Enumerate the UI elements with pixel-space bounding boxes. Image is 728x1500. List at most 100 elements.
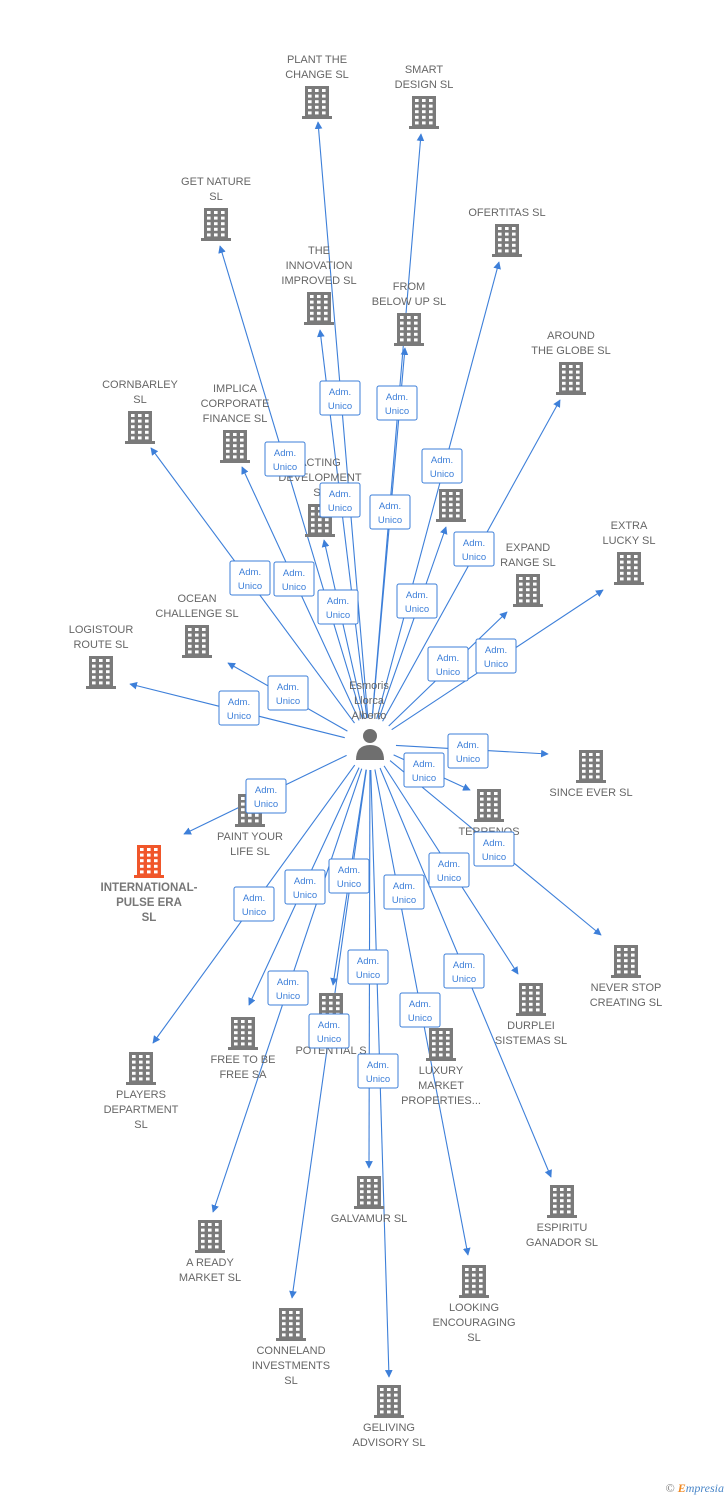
company-label: GET NATURE: [181, 176, 251, 188]
company-label: DESIGN SL: [395, 79, 454, 91]
company-label: CORPORATE: [201, 398, 270, 410]
company-node-since-ever[interactable]: SINCE EVER SL: [549, 750, 633, 799]
company-label: LUXURY: [419, 1065, 464, 1077]
brand-e: E: [677, 1481, 686, 1495]
role-badge: Adm.Unico: [473, 831, 515, 867]
badge-line1: Adm.: [277, 682, 299, 693]
company-label: A READY: [186, 1257, 234, 1269]
company-label: CHANGE SL: [285, 69, 349, 81]
badge-line1: Adm.: [357, 956, 379, 967]
company-label: PULSE ERA: [116, 897, 182, 909]
company-label: INVESTMENTS: [252, 1360, 330, 1372]
badge-line2: Unico: [405, 604, 429, 615]
role-badge: Adm.Unico: [317, 589, 359, 625]
edge-acting-development: [321, 539, 365, 719]
role-badge: Adm.Unico: [264, 441, 306, 477]
company-node-ofertitas[interactable]: OFERTITAS SL: [468, 207, 546, 257]
badge-line2: Unico: [326, 610, 350, 621]
role-badge: Adm.Unico: [245, 778, 287, 814]
badge-line2: Unico: [276, 696, 300, 707]
building-icon: [436, 489, 466, 522]
person-icon: [356, 729, 384, 760]
badge-line2: Unico: [293, 890, 317, 901]
building-icon: [474, 789, 504, 822]
center-person-label: Alberto: [352, 710, 387, 722]
company-node-luxury-market-properties[interactable]: LUXURYMARKETPROPERTIES...: [401, 1028, 481, 1107]
company-label: LOGISTOUR: [69, 624, 134, 636]
company-label: SL: [284, 1375, 297, 1387]
company-node-unlimited-potential[interactable]: U DPOTENTIAL S: [295, 993, 367, 1057]
company-label: EXTRA: [611, 520, 648, 532]
building-icon: [201, 208, 231, 241]
role-badge: Adm.Unico: [376, 385, 418, 421]
building-icon: [86, 656, 116, 689]
company-node-galvamur[interactable]: GALVAMUR SL: [331, 1176, 408, 1225]
badge-line1: Adm.: [379, 501, 401, 512]
badge-line1: Adm.: [329, 387, 351, 398]
company-node-plant-the-change[interactable]: PLANT THE CHANGE SL: [285, 54, 349, 119]
company-label: GELIVING: [363, 1422, 415, 1434]
badge-line2: Unico: [456, 754, 480, 765]
copyright-symbol: ©: [665, 1481, 675, 1495]
badge-line2: Unico: [337, 879, 361, 890]
badge-line2: Unico: [273, 462, 297, 473]
role-badge: Adm. Unico: [267, 675, 309, 711]
badge-line1: Adm.: [228, 697, 250, 708]
company-label: SL: [134, 1119, 147, 1131]
company-node-extra-lucky[interactable]: EXTRA LUCKY SL: [603, 520, 656, 585]
company-label: PLAYERS: [116, 1089, 166, 1101]
role-badge: Adm.Unico: [233, 886, 275, 922]
building-icon: [556, 362, 586, 395]
badge-line2: Unico: [385, 406, 409, 417]
company-label: FINANCE SL: [203, 413, 268, 425]
building-icon: [513, 574, 543, 607]
building-icon: [614, 552, 644, 585]
badge-line2: Unico: [238, 581, 262, 592]
role-badge: Adm.Unico: [218, 690, 260, 726]
company-label: INNOVATION: [286, 260, 353, 272]
company-label: FREE SA: [219, 1069, 267, 1081]
badge-line2: Unico: [276, 991, 300, 1002]
company-label: PLANT THE: [287, 54, 347, 66]
badge-line2: Unico: [328, 401, 352, 412]
badge-line2: Unico: [484, 659, 508, 670]
building-icon: [134, 845, 164, 878]
role-badge: Adm.Unico: [357, 1053, 399, 1089]
building-icon: [547, 1185, 577, 1218]
role-badge: Adm.Unico: [396, 583, 438, 619]
building-icon: [611, 945, 641, 978]
badge-line2: Unico: [392, 895, 416, 906]
company-label: FROM: [393, 281, 425, 293]
company-label: ACTING: [299, 457, 341, 469]
role-badge: Adm.Unico: [427, 646, 469, 682]
company-label: LUCKY SL: [603, 535, 656, 547]
company-label: NEVER STOP: [591, 982, 662, 994]
badge-line1: Adm.: [453, 960, 475, 971]
building-icon: [459, 1265, 489, 1298]
badge-line1: Adm.: [457, 740, 479, 751]
building-icon: [220, 430, 250, 463]
